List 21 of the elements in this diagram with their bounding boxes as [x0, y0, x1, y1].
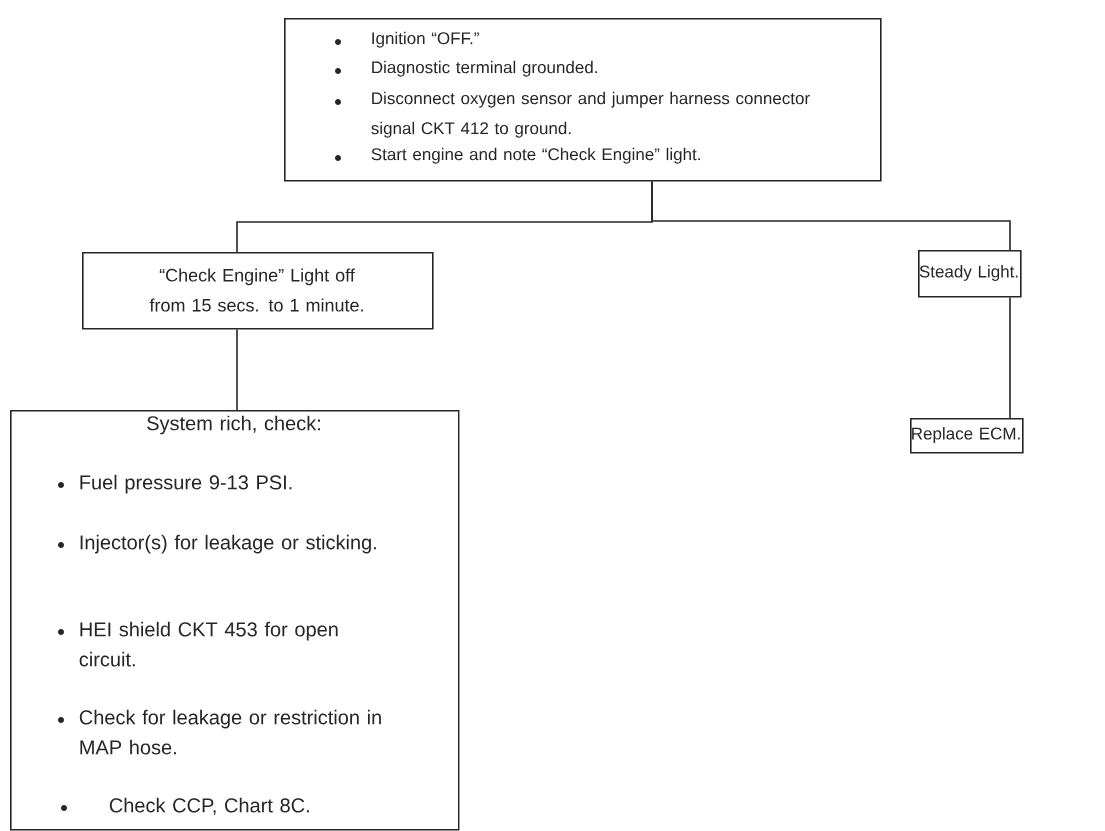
- connector-line: [1009, 296, 1011, 419]
- process-box: [910, 418, 1024, 454]
- box-text: Replace ECM.: [912, 427, 1020, 443]
- checklist-box: [284, 18, 882, 182]
- list-item: Ignition “OFF.”: [372, 31, 479, 48]
- list-item: Check for leakage or restriction in MAP hose.: [79, 709, 381, 755]
- list-item: Injector(s) for leakage or sticking.: [80, 534, 376, 554]
- list-item: Diagnostic terminal grounded.: [372, 60, 597, 77]
- process-box: [82, 252, 434, 330]
- list-item: Fuel pressure 9-13 PSI.: [80, 474, 292, 494]
- box-text: Steady Light.: [919, 265, 1018, 281]
- process-box: [918, 250, 1022, 298]
- list-item: Disconnect oxygen sensor and jumper harness connector signal CKT 412 to ground.: [371, 91, 810, 138]
- box-heading: System rich, check:: [147, 415, 320, 435]
- connector-line: [236, 328, 238, 411]
- list-item: Start engine and note “Check Engine” light.: [371, 147, 700, 164]
- connector-line: [651, 180, 1011, 251]
- box-text: “Check Engine” Light off from 15 secs. to 1 minute.: [149, 268, 363, 312]
- list-item: HEI shield CKT 453 for open circuit.: [79, 621, 338, 667]
- list-item: Check CCP, Chart 8C.: [109, 797, 309, 815]
- checklist-box: [10, 410, 460, 831]
